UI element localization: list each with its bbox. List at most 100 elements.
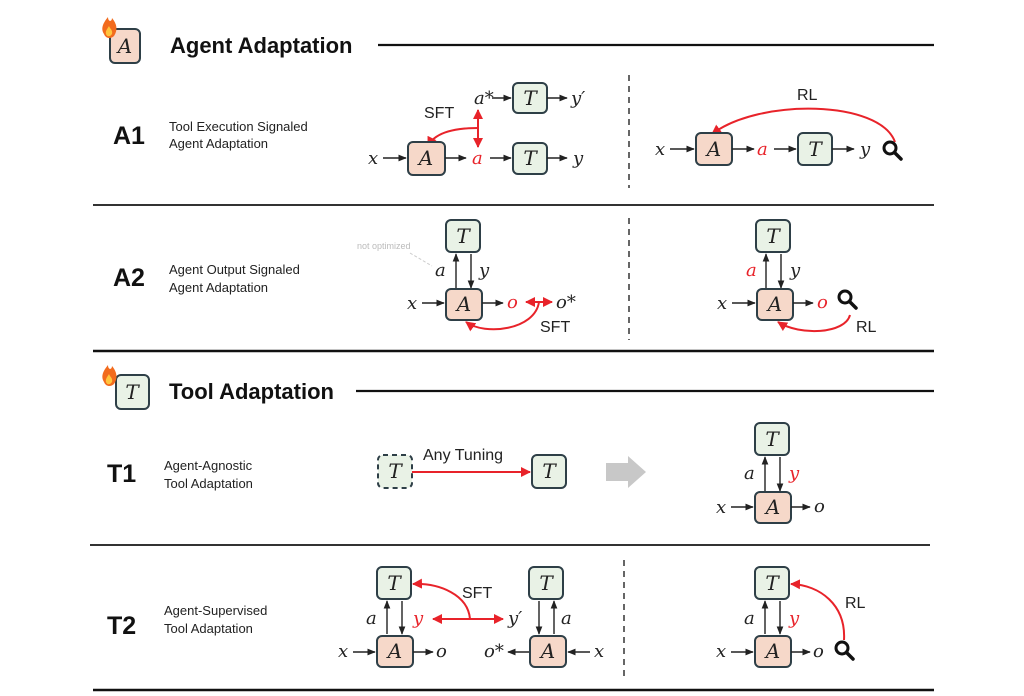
- svg-text:T: T: [388, 459, 403, 483]
- row-desc-line1: Tool Execution Signaled: [169, 119, 308, 134]
- svg-text:T: T: [523, 146, 538, 170]
- agent-glyph: A: [116, 34, 132, 58]
- svg-text:A: A: [764, 639, 780, 663]
- var-a: a: [757, 139, 768, 160]
- section-title: Tool Adaptation: [169, 379, 334, 404]
- var-o: o: [813, 641, 824, 662]
- svg-text:A: A: [764, 495, 780, 519]
- section-header-tool-adaptation: T Tool Adaptation: [102, 365, 934, 410]
- var-o-star: o*: [556, 292, 576, 313]
- svg-text:A: A: [705, 137, 721, 161]
- agent-box: A: [754, 491, 792, 524]
- svg-text:T: T: [766, 224, 781, 248]
- var-x: x: [338, 641, 348, 662]
- agent-box: A: [407, 141, 446, 176]
- magnifier-icon: [837, 289, 858, 310]
- sft-label: SFT: [462, 585, 492, 602]
- a2-sft-diagram: not optimized T a y x A o o* SFT: [357, 219, 576, 336]
- a1-sft-diagram: a* T y′ SFT x A a T: [368, 82, 585, 176]
- agent-box: A: [756, 288, 794, 321]
- var-y: y: [788, 608, 800, 629]
- tool-box: T: [797, 132, 833, 166]
- var-a: a: [744, 463, 755, 484]
- row-desc-line2: Agent Adaptation: [169, 280, 268, 295]
- tool-fire-icon: T: [102, 365, 150, 410]
- row-desc-line1: Agent Output Signaled: [169, 262, 300, 277]
- svg-text:T: T: [125, 380, 140, 404]
- var-o-star: o*: [484, 641, 504, 662]
- var-x: x: [716, 497, 726, 518]
- t1-usage-diagram: T a y x A o: [716, 422, 825, 524]
- var-x: x: [368, 148, 378, 169]
- row-a2: A2 Agent Output Signaled Agent Adaptatio…: [113, 218, 877, 340]
- rl-label: RL: [845, 595, 866, 612]
- t2-rl-diagram: T a y x A o RL: [716, 566, 866, 668]
- section-header-agent-adaptation: A Agent Adaptation: [102, 17, 934, 64]
- var-y: y: [572, 148, 584, 169]
- agent-box: A: [695, 132, 733, 166]
- svg-text:T: T: [523, 86, 538, 110]
- var-y: y: [789, 260, 801, 281]
- svg-text:T: T: [808, 137, 823, 161]
- svg-text:A: A: [386, 639, 402, 663]
- section-title: Agent Adaptation: [170, 33, 353, 58]
- a2-rl-diagram: T a y x A o RL: [717, 219, 877, 336]
- tool-box: T: [376, 566, 412, 600]
- tool-box-untuned: T: [377, 454, 413, 489]
- row-id: A1: [113, 122, 145, 150]
- var-y: y: [478, 260, 490, 281]
- var-a-star: a*: [474, 88, 494, 109]
- row-desc-line2: Tool Adaptation: [164, 476, 253, 491]
- row-id: T1: [107, 460, 136, 488]
- row-desc-line2: Tool Adaptation: [164, 621, 253, 636]
- svg-text:T: T: [542, 459, 557, 483]
- agent-fire-icon: A: [102, 17, 141, 64]
- tool-box: T: [528, 566, 564, 600]
- tool-box: T: [512, 82, 548, 114]
- row-t2: T2 Agent-Supervised Tool Adaptation T a …: [107, 560, 866, 680]
- var-a: a: [744, 608, 755, 629]
- row-desc-line1: Agent-Supervised: [164, 603, 267, 618]
- var-x: x: [716, 641, 726, 662]
- svg-text:T: T: [539, 571, 554, 595]
- var-y: y: [412, 608, 424, 629]
- sft-label: SFT: [424, 105, 454, 122]
- t2-sft-diagram: T a y x A o SFT T y′: [338, 566, 604, 668]
- any-tuning-label: Any Tuning: [423, 447, 503, 464]
- var-o: o: [814, 496, 825, 517]
- rl-label: RL: [797, 87, 818, 104]
- t1-any-tuning-diagram: T Any Tuning T: [377, 447, 646, 489]
- svg-text:A: A: [539, 639, 555, 663]
- var-x: x: [655, 139, 665, 160]
- svg-text:A: A: [766, 292, 782, 316]
- tool-box: T: [755, 219, 791, 253]
- var-y-prime: y′: [570, 88, 585, 109]
- var-x: x: [717, 293, 727, 314]
- right-arrow-icon: [606, 456, 646, 488]
- not-optimized-note: not optimized: [357, 241, 411, 251]
- svg-text:T: T: [387, 571, 402, 595]
- row-t1: T1 Agent-Agnostic Tool Adaptation T Any …: [107, 422, 825, 524]
- tool-box: T: [754, 422, 790, 456]
- agent-box: A: [376, 635, 414, 668]
- row-id: T2: [107, 612, 136, 640]
- tool-box: T: [512, 142, 548, 175]
- svg-text:T: T: [765, 571, 780, 595]
- magnifier-icon: [882, 140, 903, 161]
- sft-label: SFT: [540, 319, 570, 336]
- a1-rl-diagram: RL x A a T y: [655, 87, 903, 166]
- var-a: a: [746, 260, 757, 281]
- var-y-prime: y′: [507, 608, 522, 629]
- rl-label: RL: [856, 319, 877, 336]
- agent-box: A: [445, 288, 483, 321]
- row-id: A2: [113, 264, 145, 292]
- var-a: a: [366, 608, 377, 629]
- var-a: a: [561, 608, 572, 629]
- tool-box: T: [754, 566, 790, 600]
- agent-box: A: [754, 635, 792, 668]
- magnifier-icon: [834, 640, 855, 661]
- row-desc-line2: Agent Adaptation: [169, 136, 268, 151]
- tool-box-tuned: T: [531, 454, 567, 489]
- var-o: o: [507, 292, 518, 313]
- var-a: a: [472, 148, 483, 169]
